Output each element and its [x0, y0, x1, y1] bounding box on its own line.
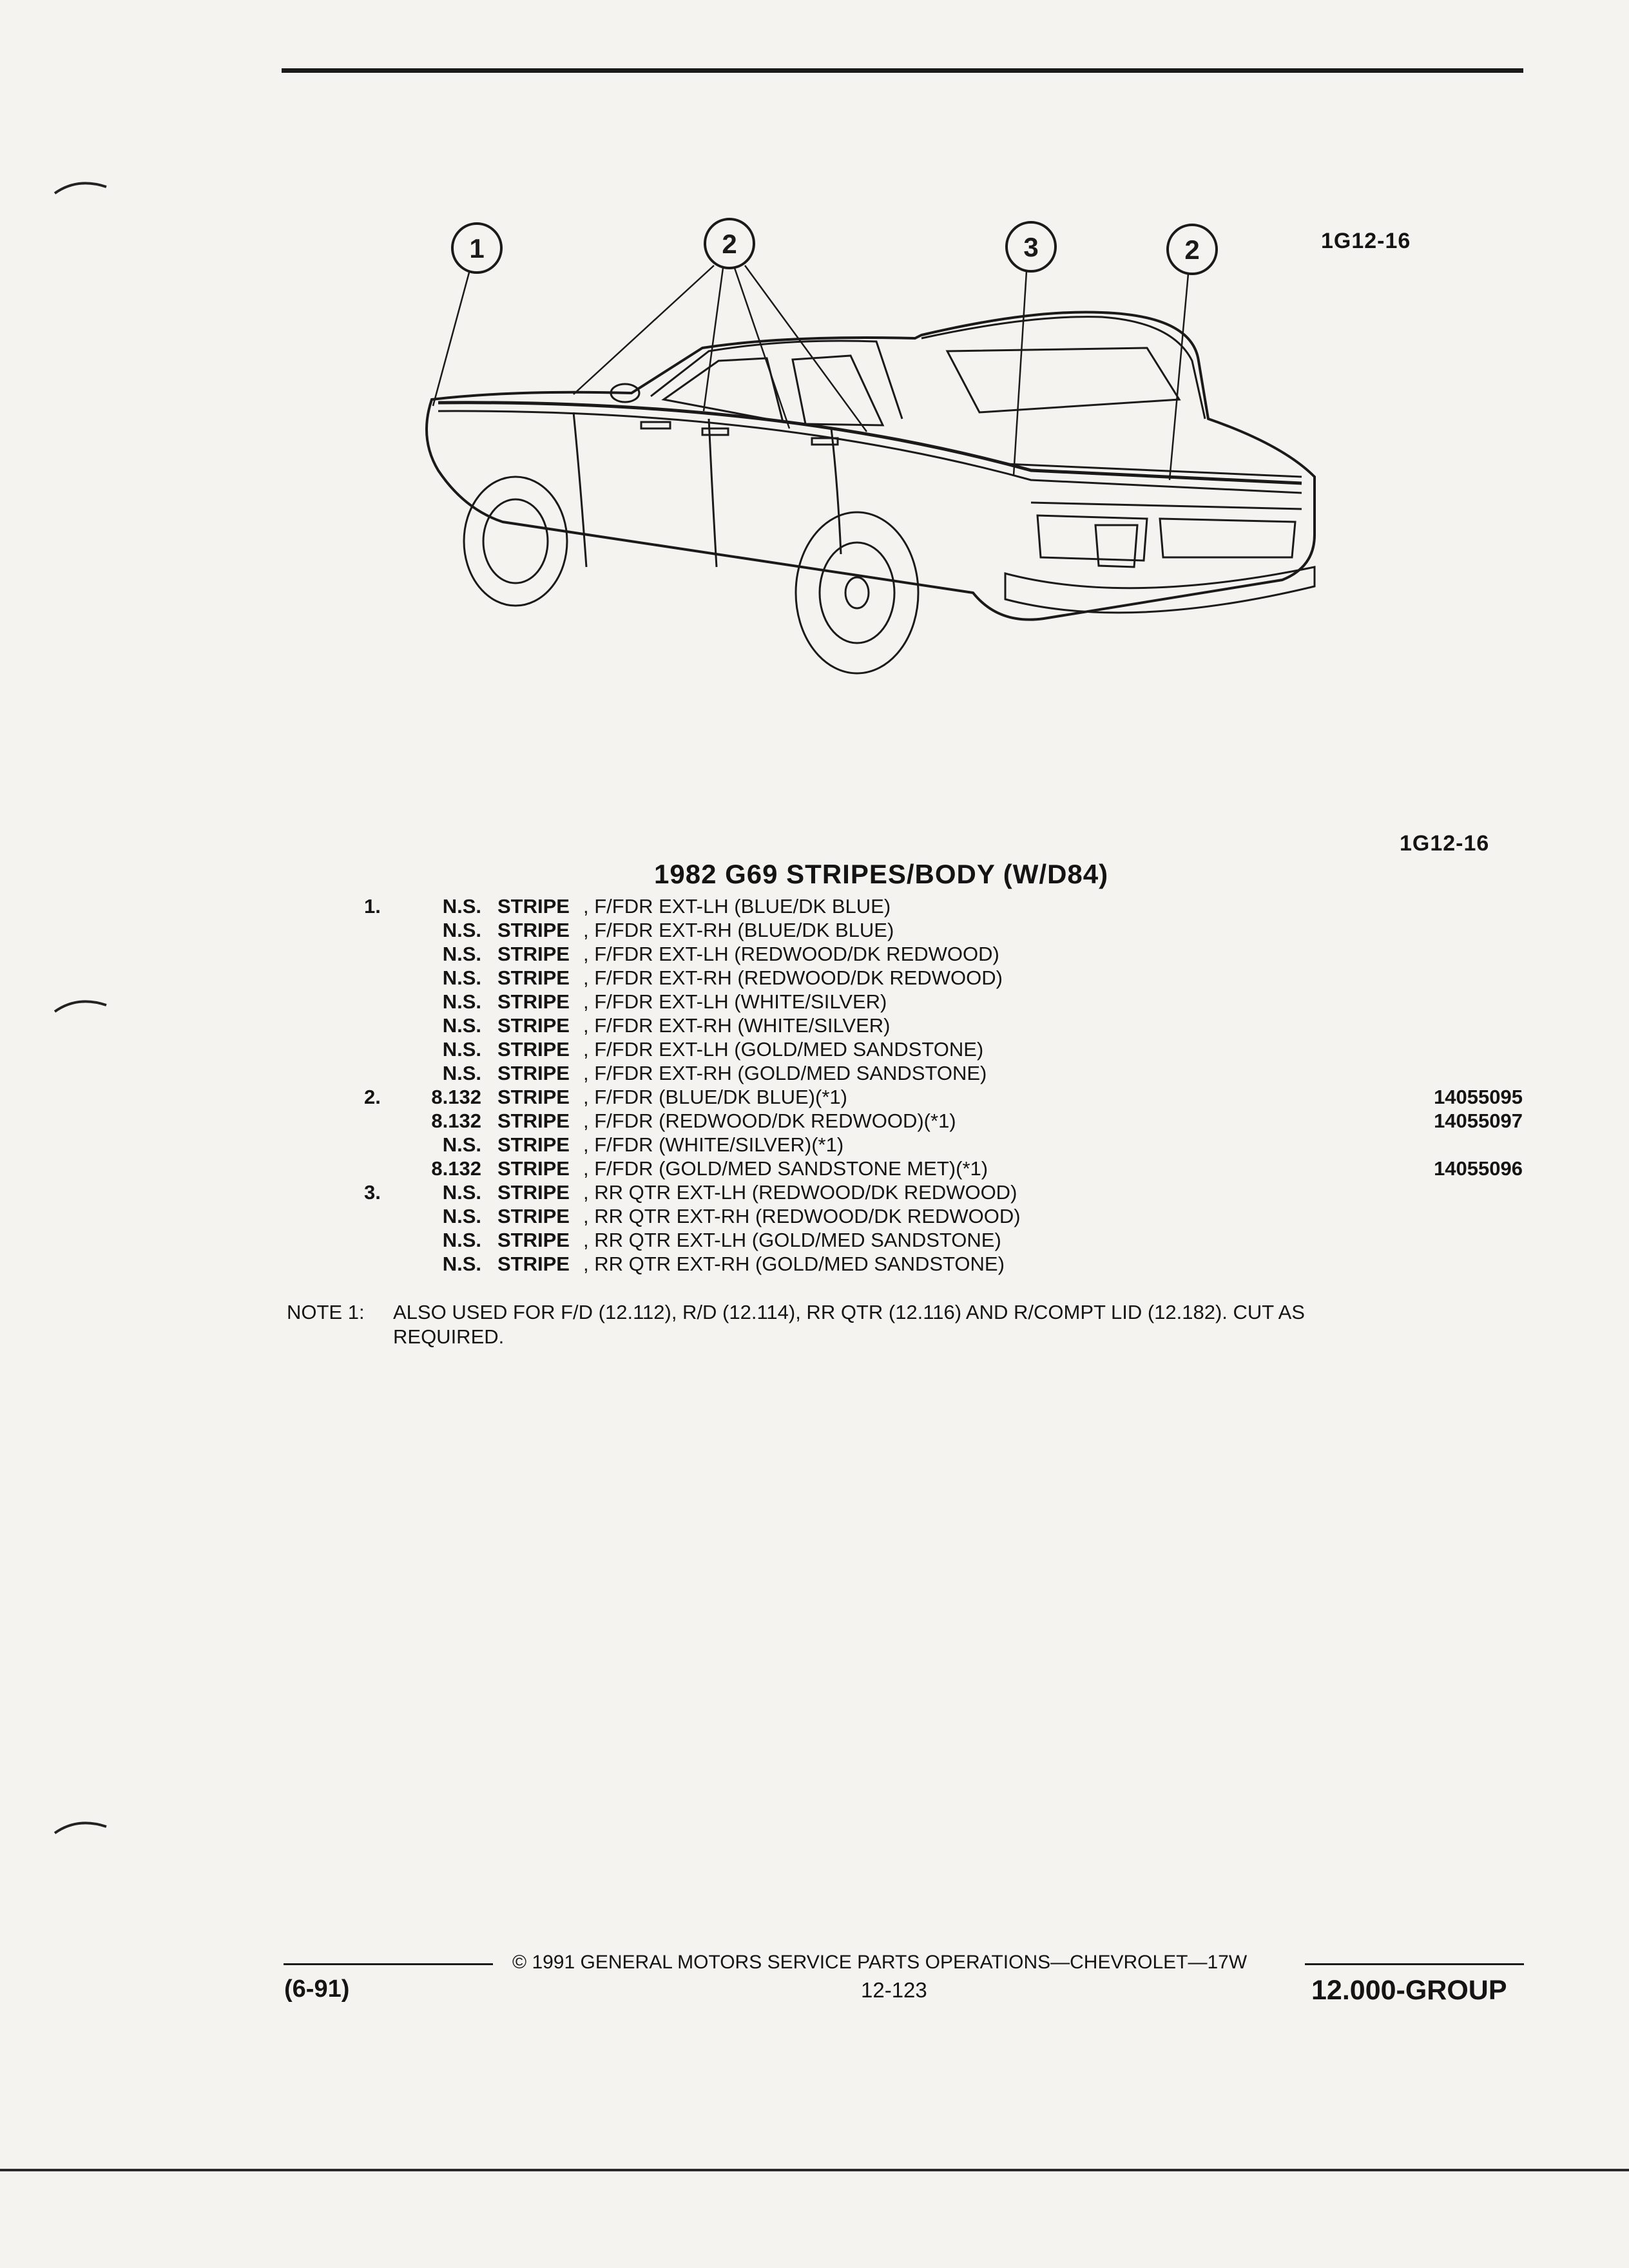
part-description: , F/FDR EXT-LH (REDWOOD/DK REDWOOD)	[583, 943, 999, 965]
figure-id-top: 1G12-16	[1321, 229, 1411, 253]
callout-2a-label: 2	[722, 229, 737, 259]
note-label: NOTE 1:	[287, 1301, 365, 1323]
margin-mark-icon	[53, 182, 107, 195]
callout-1: 1	[451, 222, 503, 274]
catalog-page: N.S.	[442, 943, 481, 965]
part-keyword: STRIPE	[497, 966, 570, 989]
catalog-page: N.S.	[442, 1253, 481, 1275]
part-description: , RR QTR EXT-LH (GOLD/MED SANDSTONE)	[583, 1229, 1001, 1251]
part-keyword: STRIPE	[497, 1157, 570, 1180]
part-description: , F/FDR (WHITE/SILVER)(*1)	[583, 1133, 844, 1156]
footer-copyright: © 1991 GENERAL MOTORS SERVICE PARTS OPER…	[512, 1952, 1248, 1973]
part-description: , RR QTR EXT-RH (REDWOOD/DK REDWOOD)	[583, 1205, 1021, 1227]
part-description: , RR QTR EXT-RH (GOLD/MED SANDSTONE)	[583, 1253, 1005, 1275]
catalog-page: 8.132	[431, 1157, 481, 1180]
catalog-page: N.S.	[442, 1062, 481, 1084]
part-keyword: STRIPE	[497, 1062, 570, 1084]
callout-1-label: 1	[469, 233, 484, 264]
ref-number: 3.	[364, 1181, 381, 1204]
part-description: , F/FDR EXT-RH (REDWOOD/DK REDWOOD)	[583, 966, 1003, 989]
part-description: , RR QTR EXT-LH (REDWOOD/DK REDWOOD)	[583, 1181, 1017, 1204]
figure-id-bottom: 1G12-16	[1400, 831, 1490, 856]
bottom-rule	[0, 2169, 1629, 2171]
part-keyword: STRIPE	[497, 1133, 570, 1156]
callout-3-label: 3	[1023, 232, 1038, 262]
part-description: , F/FDR EXT-LH (GOLD/MED SANDSTONE)	[583, 1038, 984, 1061]
part-keyword: STRIPE	[497, 1086, 570, 1108]
catalog-page: N.S.	[442, 895, 481, 918]
part-description: , F/FDR EXT-RH (GOLD/MED SANDSTONE)	[583, 1062, 987, 1084]
catalog-page: 8.132	[431, 1110, 481, 1132]
catalog-page: N.S.	[442, 1205, 481, 1227]
part-number: 14055097	[1434, 1110, 1523, 1132]
footer-page-number: 12-123	[861, 1978, 927, 2002]
part-description: , F/FDR EXT-RH (BLUE/DK BLUE)	[583, 919, 894, 941]
part-keyword: STRIPE	[497, 895, 570, 918]
margin-mark-icon	[53, 1000, 107, 1013]
footer-group: 12.000-GROUP	[1311, 1975, 1507, 2006]
part-keyword: STRIPE	[497, 1014, 570, 1037]
part-description: , F/FDR EXT-RH (WHITE/SILVER)	[583, 1014, 891, 1037]
callout-2b-label: 2	[1184, 235, 1199, 265]
part-keyword: STRIPE	[497, 1205, 570, 1227]
catalog-page: N.S.	[442, 1181, 481, 1204]
leader-lines	[432, 265, 1190, 481]
ref-number: 2.	[364, 1086, 381, 1108]
callout-3: 3	[1005, 221, 1057, 273]
catalog-page: N.S.	[442, 1038, 481, 1061]
part-description: , F/FDR (BLUE/DK BLUE)(*1)	[583, 1086, 847, 1108]
note-text-line2: REQUIRED.	[393, 1325, 505, 1348]
ref-number: 1.	[364, 895, 381, 918]
part-keyword: STRIPE	[497, 943, 570, 965]
part-description: , F/FDR EXT-LH (BLUE/DK BLUE)	[583, 895, 891, 918]
footer-rule-left	[284, 1963, 493, 1965]
footer-date: (6-91)	[284, 1975, 350, 2003]
part-keyword: STRIPE	[497, 1110, 570, 1132]
footer-rule-right	[1305, 1963, 1524, 1965]
part-number: 14055096	[1434, 1157, 1523, 1180]
part-description: , F/FDR EXT-LH (WHITE/SILVER)	[583, 990, 887, 1013]
catalog-page: N.S.	[442, 1133, 481, 1156]
catalog-page: N.S.	[442, 1229, 481, 1251]
catalog-page: N.S.	[442, 1014, 481, 1037]
part-keyword: STRIPE	[497, 1229, 570, 1251]
part-number: 14055095	[1434, 1086, 1523, 1108]
catalog-page: N.S.	[442, 919, 481, 941]
part-description: , F/FDR (REDWOOD/DK REDWOOD)(*1)	[583, 1110, 956, 1132]
catalog-page: N.S.	[442, 990, 481, 1013]
part-keyword: STRIPE	[497, 919, 570, 941]
part-keyword: STRIPE	[497, 1253, 570, 1275]
margin-mark-icon	[53, 1821, 107, 1834]
part-keyword: STRIPE	[497, 1181, 570, 1204]
part-keyword: STRIPE	[497, 990, 570, 1013]
callout-2b: 2	[1166, 224, 1218, 275]
top-rule	[282, 68, 1523, 73]
section-title: 1982 G69 STRIPES/BODY (W/D84)	[654, 859, 1109, 889]
part-description: , F/FDR (GOLD/MED SANDSTONE MET)(*1)	[583, 1157, 988, 1180]
parts-list: 1. N.S. STRIPE , F/FDR EXT-LH (BLUE/DK B…	[0, 894, 1629, 1294]
car-illustration: 1 2 3 2	[425, 218, 1316, 675]
catalog-page: N.S.	[442, 966, 481, 989]
callout-2a: 2	[704, 218, 755, 269]
note-text-line1: ALSO USED FOR F/D (12.112), R/D (12.114)…	[393, 1301, 1305, 1323]
catalog-page: 8.132	[431, 1086, 481, 1108]
part-keyword: STRIPE	[497, 1038, 570, 1061]
